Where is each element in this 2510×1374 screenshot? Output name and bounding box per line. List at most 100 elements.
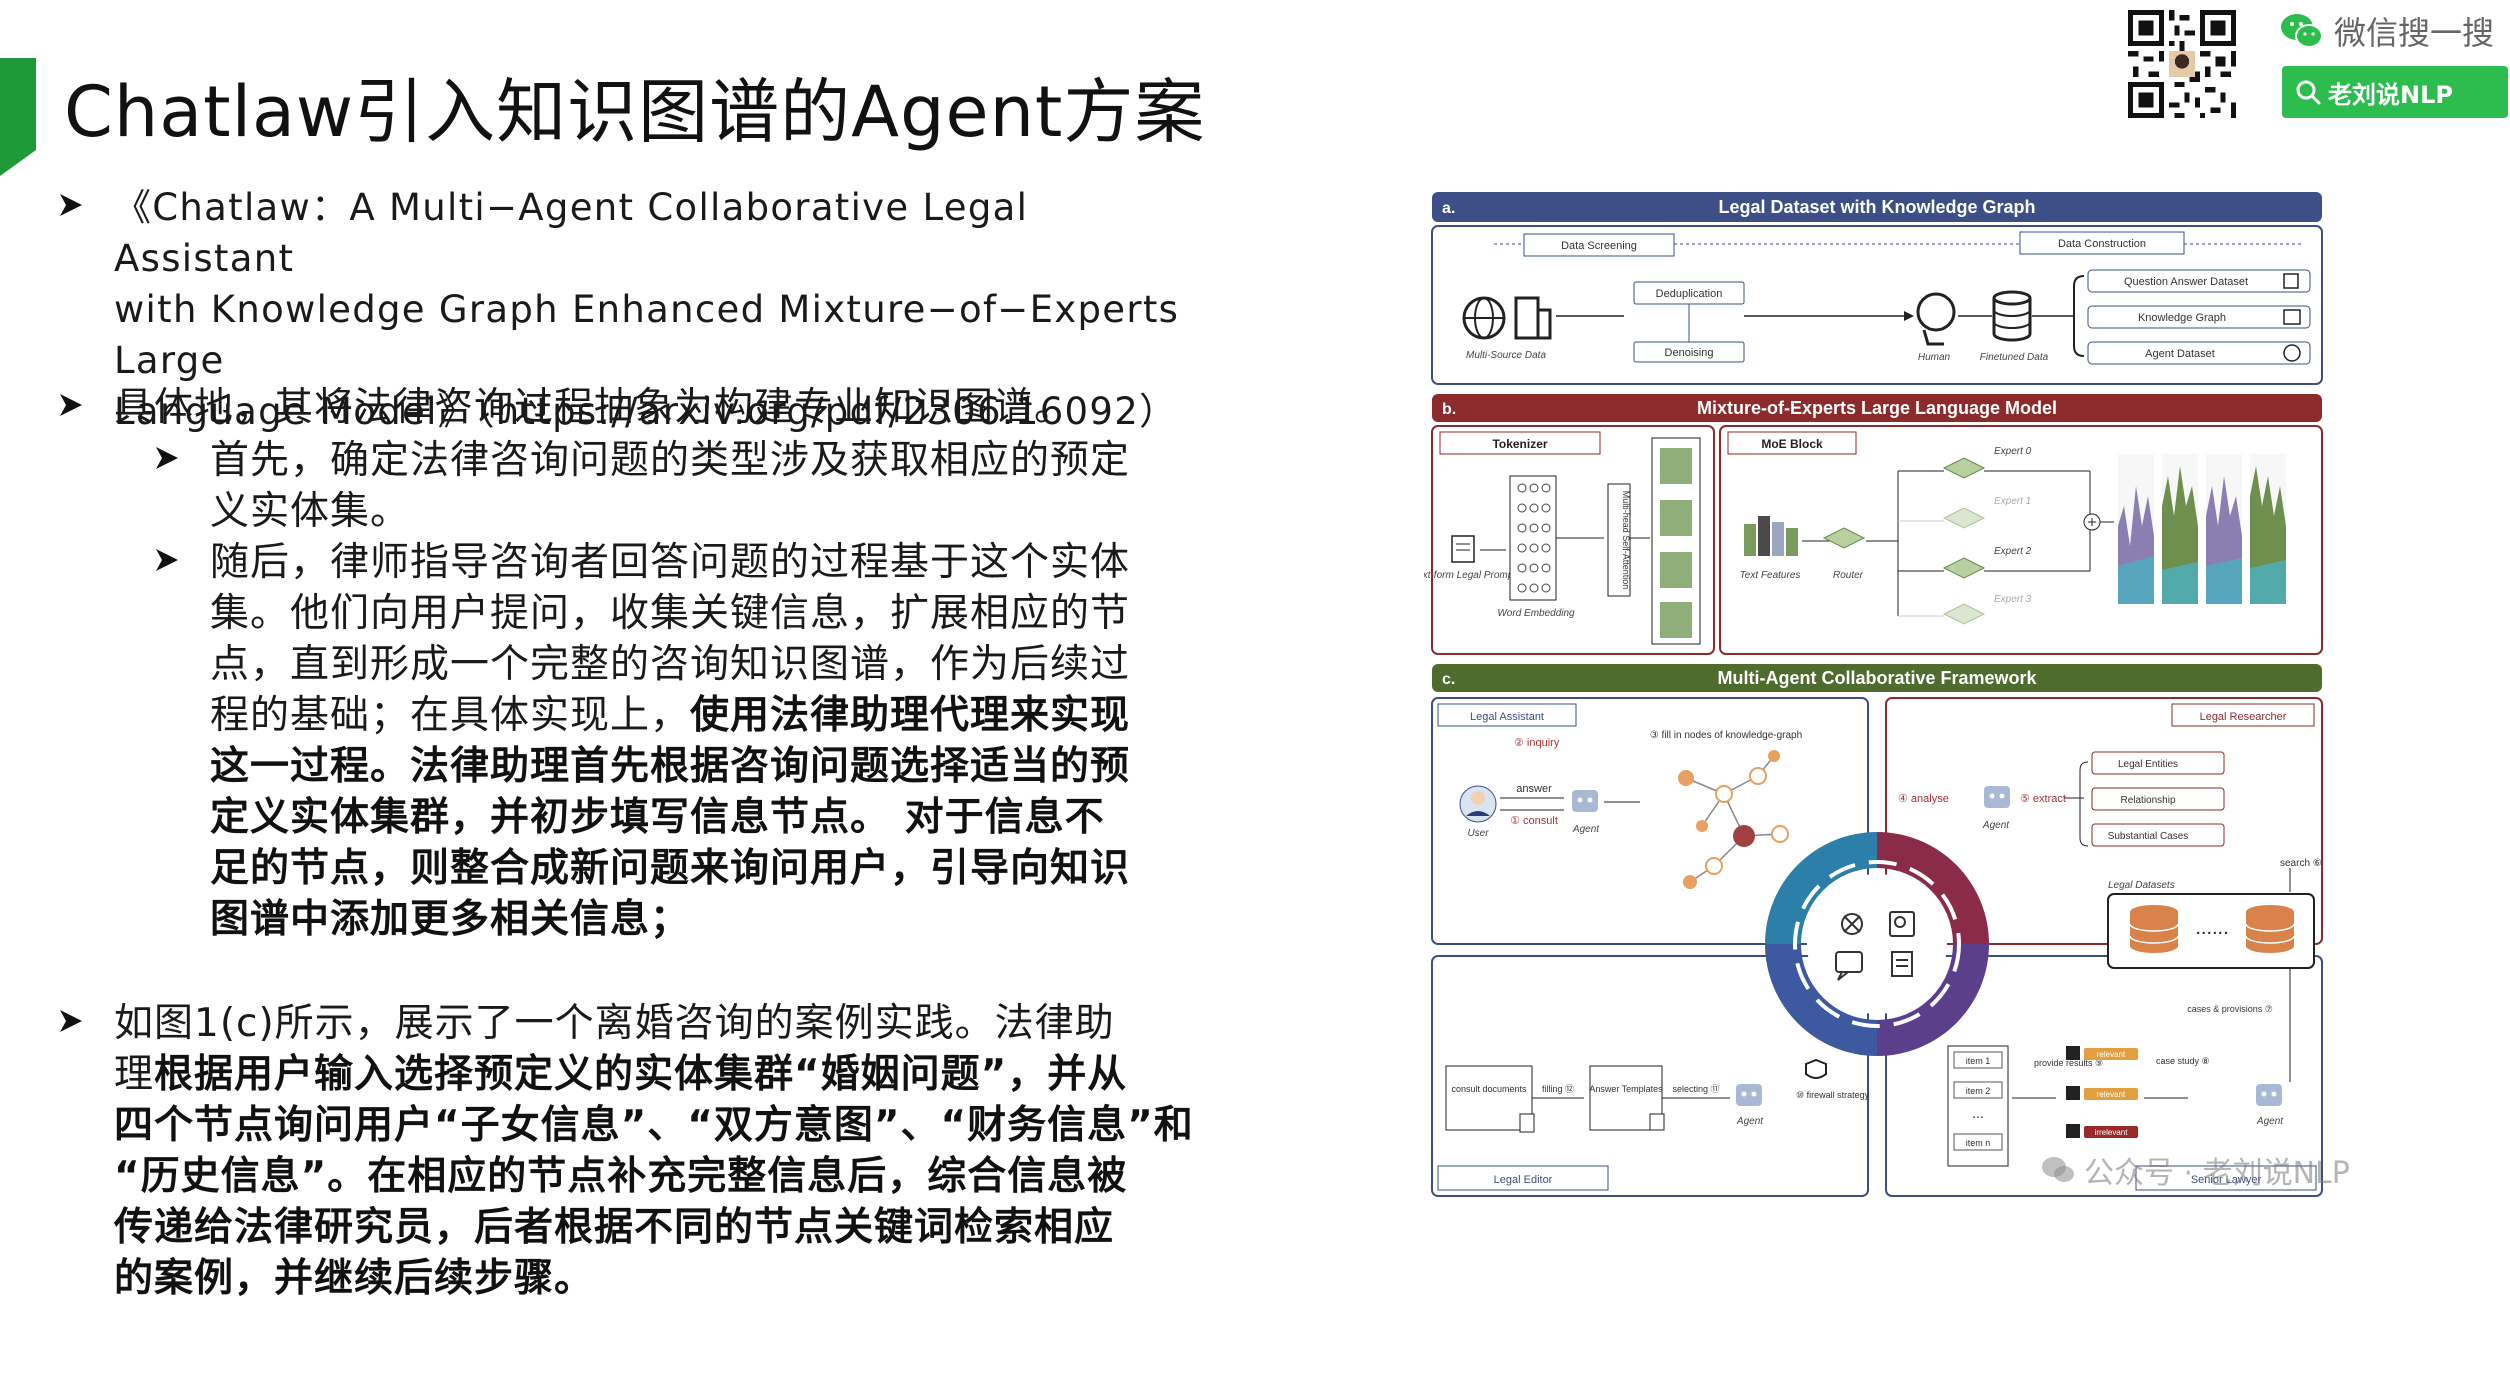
graph-icon <box>2283 309 2301 325</box>
point2-text: 理 <box>114 1052 155 1097</box>
slide-title: Chatlaw引入知识图谱的Agent方案 <box>64 71 1206 153</box>
data-construction-label: Data Construction <box>2058 238 2146 250</box>
answer-templates-label: Answer Templates <box>1589 1084 1663 1094</box>
qa-dataset-box <box>2087 269 2311 293</box>
point2-bold-line: “历史信息”。在相应的节点补充完整信息后，综合信息被 <box>114 1154 1128 1199</box>
document-small-icon <box>1519 1113 1535 1133</box>
expert0-label: Expert 0 <box>1994 446 2032 457</box>
agent-dataset-label: Agent Dataset <box>2145 348 2215 360</box>
legal-assistant-box <box>1437 703 1577 727</box>
finetuned-label: Finetuned Data <box>1980 352 2049 363</box>
word-embedding-block <box>1509 475 1557 601</box>
inquiry-label: ② inquiry <box>1514 737 1560 749</box>
provide-results-label: provide results ⑨ <box>2034 1058 2103 1068</box>
agent-dataset-icon <box>2283 344 2301 362</box>
denoising-label: Denoising <box>1665 347 1714 359</box>
expert3-label: Expert 3 <box>1994 594 2032 605</box>
knowledge-graph-box <box>2087 305 2311 329</box>
extract-label: ⑤ extract <box>2020 793 2066 805</box>
relevant-tag-2: relevant <box>2097 1090 2126 1099</box>
point2-bold-text: 根据用户输入选择预定义的实体集群“婚姻问题”，并从 <box>154 1052 1128 1097</box>
filling-label: filling ⑫ <box>1542 1084 1574 1094</box>
sub2-text: 程的基础；在具体实现上， <box>210 693 691 738</box>
cases-provisions-label: cases & provisions ⑦ <box>2187 1004 2273 1014</box>
sub1-line: 义实体集。 <box>210 489 411 534</box>
panel-b-letter: b. <box>1442 401 1456 418</box>
irrelevant-tag: irrelevant <box>2095 1128 2129 1137</box>
agent-label: Agent <box>1736 1116 1764 1127</box>
arrow-bullet-icon <box>156 447 178 469</box>
data-construction-box <box>2019 231 2185 255</box>
sub2-bold-text: 对于信息不 <box>890 795 1105 840</box>
paper-ref-line: with Knowledge Graph Enhanced Mixture−of… <box>114 288 1180 382</box>
multi-source-label: Multi-Source Data <box>1466 350 1546 361</box>
moe-block-box <box>1727 431 1857 455</box>
relationship-label: Relationship <box>2120 795 2175 806</box>
tokenizer-label: Tokenizer <box>1492 437 1547 451</box>
qr-code-icon <box>2128 10 2236 118</box>
sub2-line: 定义实体集群，并初步填写信息节点。 对于信息不 <box>210 792 1216 843</box>
lawyer-robot-icon <box>2256 1084 2282 1106</box>
point-1-text: 具体地，其将法律咨询过程抽象为构建专业知识图谱。 <box>114 385 1075 430</box>
bullet-paper-reference: 《Chatlaw：A Multi−Agent Collaborative Leg… <box>56 182 1216 437</box>
point2-bold-line: 的案例，并继续后续步骤。 <box>114 1256 595 1301</box>
legal-researcher-label: Legal Researcher <box>2200 711 2287 723</box>
human-label: Human <box>1918 352 1951 363</box>
search-icon <box>2296 80 2321 105</box>
consult-documents-label: consult documents <box>1451 1084 1527 1094</box>
point2-bold-line: 四个节点询问用户“子女信息”、“双方意图”、“财务信息”和 <box>114 1103 1194 1148</box>
agent-label: Agent <box>1572 824 1600 835</box>
router-icon <box>1822 527 1866 549</box>
arrow-bullet-icon <box>60 394 82 416</box>
chatlaw-architecture-figure: a. Legal Dataset with Knowledge Graph Da… <box>1424 192 2323 1197</box>
tokenizer-panel <box>1431 425 1715 655</box>
moe-block-label: MoE Block <box>1761 437 1823 451</box>
panel-c-letter: c. <box>1442 671 1455 688</box>
human-head-icon <box>1916 292 1956 332</box>
svg-text:......: ...... <box>2195 917 2228 939</box>
editor-robot-icon <box>1736 1084 1762 1106</box>
arrow-bullet-icon <box>60 1010 82 1032</box>
point2-line: 理根据用户输入选择预定义的实体集群“婚姻问题”，并从 <box>114 1049 1216 1100</box>
data-screening-box <box>1523 233 1675 257</box>
sub2-bold-line: 图谱中添加更多相关信息； <box>210 897 691 942</box>
senior-lawyer-label: Senior Lawyer <box>2191 1174 2262 1186</box>
qa-icon <box>2283 273 2299 289</box>
document-icon <box>1451 535 1475 563</box>
arrow-bullet-icon <box>60 194 82 216</box>
paper-ref-line: Language Model》（https://arxiv.org/pdf/23… <box>114 390 1178 433</box>
wechat-search-label: 微信搜一搜 <box>2334 14 2495 52</box>
wechat-search-tag[interactable]: 微信搜一搜 老刘说NLP <box>2278 8 2510 118</box>
legal-researcher-box <box>2171 703 2315 727</box>
legal-datasets-label: Legal Datasets <box>2108 880 2175 891</box>
watermark: 公众号 · 老刘说NLP <box>2040 1148 2350 1192</box>
wechat-watermark-icon <box>2042 1157 2074 1182</box>
relationship-box <box>2091 787 2225 811</box>
fill-nodes-label: ③ fill in nodes of knowledge-graph <box>1650 730 1802 741</box>
feature-stack <box>1651 437 1701 645</box>
substantial-cases-box <box>2091 823 2225 847</box>
paper-ref-line: 《Chatlaw：A Multi−Agent Collaborative Leg… <box>114 186 1029 280</box>
text-features-label: Text Features <box>1740 570 1801 581</box>
consult-label: ① consult <box>1510 815 1558 827</box>
firewall-shield-icon <box>1805 1058 1827 1079</box>
qa-dataset-label: Question Answer Dataset <box>2124 276 2248 288</box>
text-form-label: Text-form Legal Prompt <box>1424 570 1517 581</box>
wechat-icon <box>2281 14 2323 48</box>
user-label: User <box>1467 828 1489 839</box>
central-cycle-ring <box>1765 832 1989 1056</box>
selecting-label: selecting ⑪ <box>1672 1084 1719 1094</box>
search-account-button[interactable]: 老刘说NLP <box>2282 66 2508 118</box>
item1-label: item 1 <box>1966 1056 1991 1066</box>
agent-label: Agent <box>2256 1116 2284 1127</box>
deduplication-label: Deduplication <box>1656 288 1723 300</box>
relevance-tags: relevant relevant irrelevant <box>2066 1046 2138 1138</box>
sub2-line: 点，直到形成一个完整的咨询知识图谱，作为后续过 <box>210 642 1131 687</box>
legal-entities-label: Legal Entities <box>2118 759 2178 770</box>
bullet-point-2: 如图1(c)所示，展示了一个离婚咨询的案例实践。法律助 理根据用户输入选择预定义… <box>56 998 1216 1304</box>
router-label: Router <box>1833 570 1864 581</box>
sub2-bold-text: 定义实体集群，并初步填写信息节点。 <box>210 795 891 840</box>
legal-database-icons: ...... <box>2129 905 2295 953</box>
case-study-label: case study ⑧ <box>2156 1056 2210 1066</box>
template-small-icon <box>1649 1113 1665 1131</box>
